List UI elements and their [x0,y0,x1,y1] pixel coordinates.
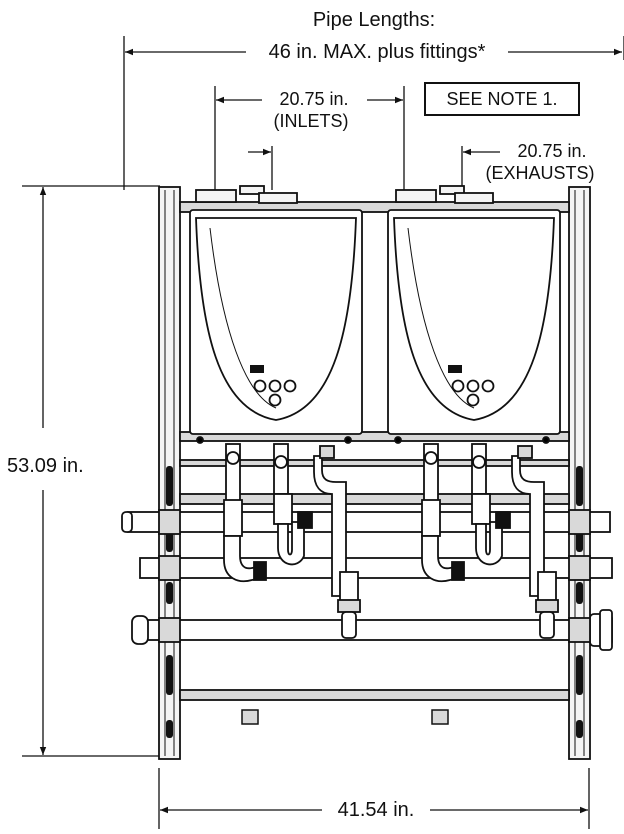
bottom-brackets [241,709,449,725]
inlets-caption: (INLETS) [273,111,349,131]
pipework-right [421,443,559,639]
width-label: 41.54 in. [334,800,418,820]
inlets-length-label: 20.75 in. [276,90,352,108]
height-label: 53.09 in. [7,455,84,477]
pipework-left [223,443,361,639]
see-note-label: SEE NOTE 1. [446,88,558,109]
overall-pipe-length-label: 46 in. MAX. plus fittings* [265,42,489,62]
rack-frame [158,186,591,760]
water-heater-right [387,185,561,444]
pipe-lengths-title: Pipe Lengths: [312,9,436,31]
see-note-box: SEE NOTE 1. [424,82,580,116]
exhausts-caption: (EXHAUSTS) [485,163,595,183]
exhausts-length-label: 20.75 in. [514,142,590,160]
dimension-lines [22,36,624,829]
water-heater-left [189,185,363,444]
